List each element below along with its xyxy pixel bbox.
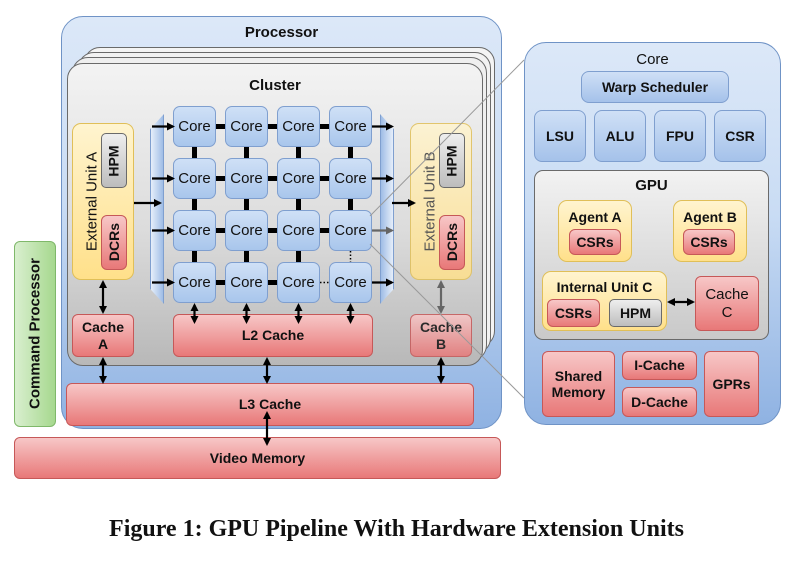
core-r3-c1[interactable]: Core [173, 210, 216, 251]
agent-b-csrs: CSRs [683, 229, 735, 255]
agent-a-csrs: CSRs [569, 229, 621, 255]
core-r2-c1[interactable]: Core [173, 158, 216, 199]
core-unit-fpu: FPU [654, 110, 706, 162]
core-r1-c4[interactable]: Core [329, 106, 372, 147]
command-processor[interactable] [14, 241, 56, 427]
processor-title: Processor [244, 24, 319, 41]
agent-b-title: Agent B [683, 209, 737, 225]
core-r3-c4[interactable]: Core [329, 210, 372, 251]
core-unit-csr: CSR [714, 110, 766, 162]
command-processor-label: Command Processor [26, 258, 44, 409]
figure-caption: Figure 1: GPU Pipeline With Hardware Ext… [109, 516, 684, 542]
d-cache: D-Cache [622, 387, 697, 417]
core-r2-c2[interactable]: Core [225, 158, 268, 199]
external-unit-b-title: External Unit B [421, 151, 439, 252]
external-unit-a-title: External Unit A [83, 151, 101, 252]
core-r2-c3[interactable]: Core [277, 158, 320, 199]
l3-cache: L3 Cache [66, 383, 474, 426]
core-r2-c4[interactable]: Core [329, 158, 372, 199]
core-r3-c3[interactable]: Core [277, 210, 320, 251]
internal-unit-c-title: Internal Unit C [556, 279, 653, 295]
external-unit-a-dcrs: DCRs [101, 215, 127, 270]
warp-scheduler: Warp Scheduler [581, 71, 729, 103]
external-unit-b-hpm: HPM [439, 133, 465, 188]
core-detail-title: Core [636, 51, 669, 68]
output-collector-bar [380, 114, 394, 304]
core-unit-lsu: LSU [534, 110, 586, 162]
cluster-title: Cluster [249, 77, 301, 94]
i-cache: I-Cache [622, 351, 697, 380]
core-r4-c1[interactable]: Core [173, 262, 216, 303]
gpu-title: GPU [635, 177, 668, 194]
l2-cache: L2 Cache [173, 314, 373, 357]
video-memory: Video Memory [14, 437, 501, 479]
core-r3-c2[interactable]: Core [225, 210, 268, 251]
core-r1-c2[interactable]: Core [225, 106, 268, 147]
core-r4-c4[interactable]: Core [329, 262, 372, 303]
core-r4-c3[interactable]: Core [277, 262, 320, 303]
gprs: GPRs [704, 351, 759, 417]
core-r1-c1[interactable]: Core [173, 106, 216, 147]
core-r1-c3[interactable]: Core [277, 106, 320, 147]
internal-unit-c-hpm: HPM [609, 299, 662, 327]
core-r4-c2[interactable]: Core [225, 262, 268, 303]
external-unit-a-hpm: HPM [101, 133, 127, 188]
internal-unit-c-csrs: CSRs [547, 299, 600, 327]
agent-a-title: Agent A [568, 209, 622, 225]
core-unit-alu: ALU [594, 110, 646, 162]
input-distributor-bar [150, 114, 164, 304]
external-unit-b-dcrs: DCRs [439, 215, 465, 270]
